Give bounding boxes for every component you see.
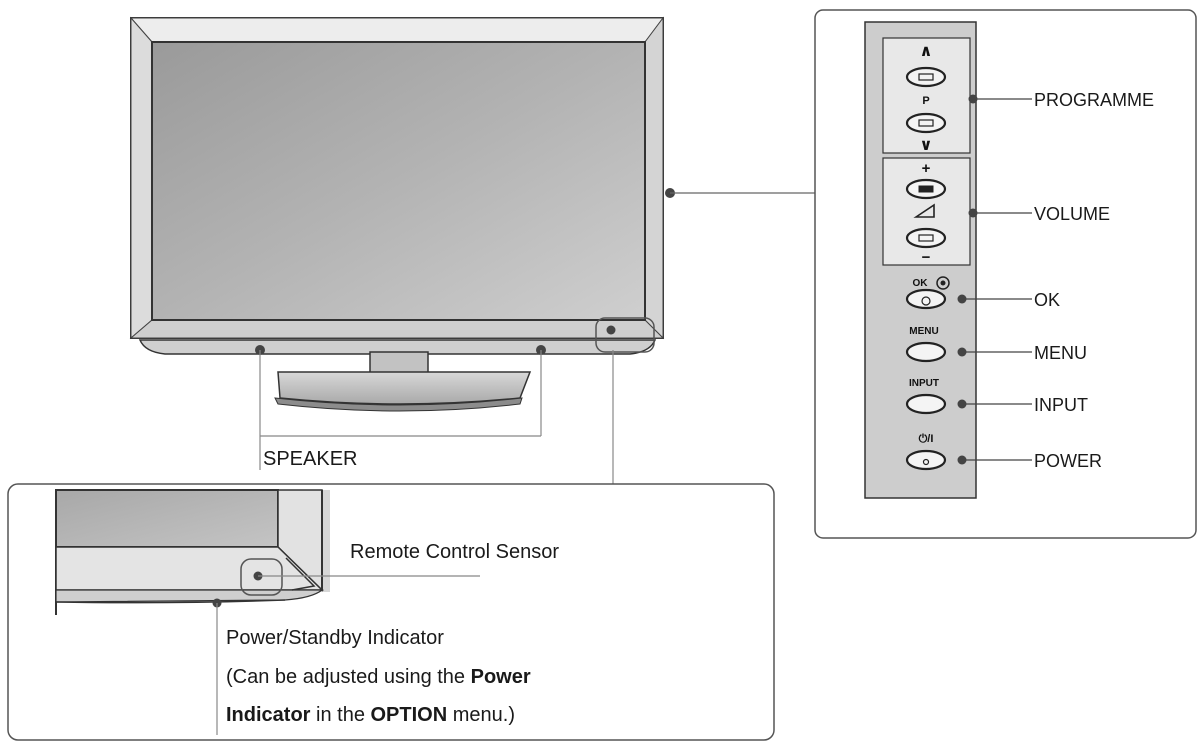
power-mark: ⏻/I xyxy=(919,432,934,445)
volume-label: VOLUME xyxy=(1034,204,1110,224)
speaker-label: SPEAKER xyxy=(263,448,357,470)
input-button[interactable] xyxy=(905,393,947,415)
ok-symbol-icon xyxy=(936,276,950,290)
power-label: POWER xyxy=(1034,451,1102,471)
sensor-zoom-callout: Remote Control Sensor Power/Standby Indi… xyxy=(7,483,775,741)
prog-p-mark: P xyxy=(922,95,929,107)
volume-down-button[interactable] xyxy=(905,227,947,249)
programme-down-button[interactable] xyxy=(905,112,947,134)
input-mark: INPUT xyxy=(909,378,939,389)
programme-up-button[interactable] xyxy=(905,66,947,88)
prog-down-mark: ∨ xyxy=(920,137,933,154)
power-indicator-note-line1: (Can be adjusted using the Power xyxy=(226,666,531,688)
prog-up-mark: ∧ xyxy=(920,43,933,60)
menu-mark: MENU xyxy=(909,326,938,337)
power-button[interactable] xyxy=(905,449,947,471)
power-indicator-label: Power/Standby Indicator xyxy=(226,627,444,649)
input-label: INPUT xyxy=(1034,395,1088,415)
programme-label: PROGRAMME xyxy=(1034,90,1154,110)
tv-stand-base xyxy=(277,371,532,405)
zoom-sensor-highlight xyxy=(240,558,283,596)
menu-label: MENU xyxy=(1034,343,1087,363)
ok-mark: OK xyxy=(913,278,929,289)
sensor-dot xyxy=(606,325,616,335)
remote-sensor-label: Remote Control Sensor xyxy=(350,541,559,563)
vol-minus-mark: − xyxy=(922,249,931,266)
ok-button[interactable] xyxy=(905,288,947,310)
zoom-screen xyxy=(55,489,279,548)
control-panel-callout: ∧ P ∨ + − OK xyxy=(814,9,1197,539)
tv-stand-neck xyxy=(369,351,429,375)
speaker-callout: SPEAKER xyxy=(259,350,542,470)
volume-icon xyxy=(913,203,935,218)
tv-speaker-strip xyxy=(138,339,657,355)
tv-screen xyxy=(151,41,646,321)
menu-button[interactable] xyxy=(905,341,947,363)
sensor-highlight-box xyxy=(595,317,655,353)
power-indicator-note-line2: Indicator in the OPTION menu.) xyxy=(226,704,515,726)
ok-label: OK xyxy=(1034,290,1060,310)
volume-up-button[interactable] xyxy=(905,178,947,200)
vol-plus-mark: + xyxy=(922,160,931,177)
tv-illustration xyxy=(129,16,815,412)
